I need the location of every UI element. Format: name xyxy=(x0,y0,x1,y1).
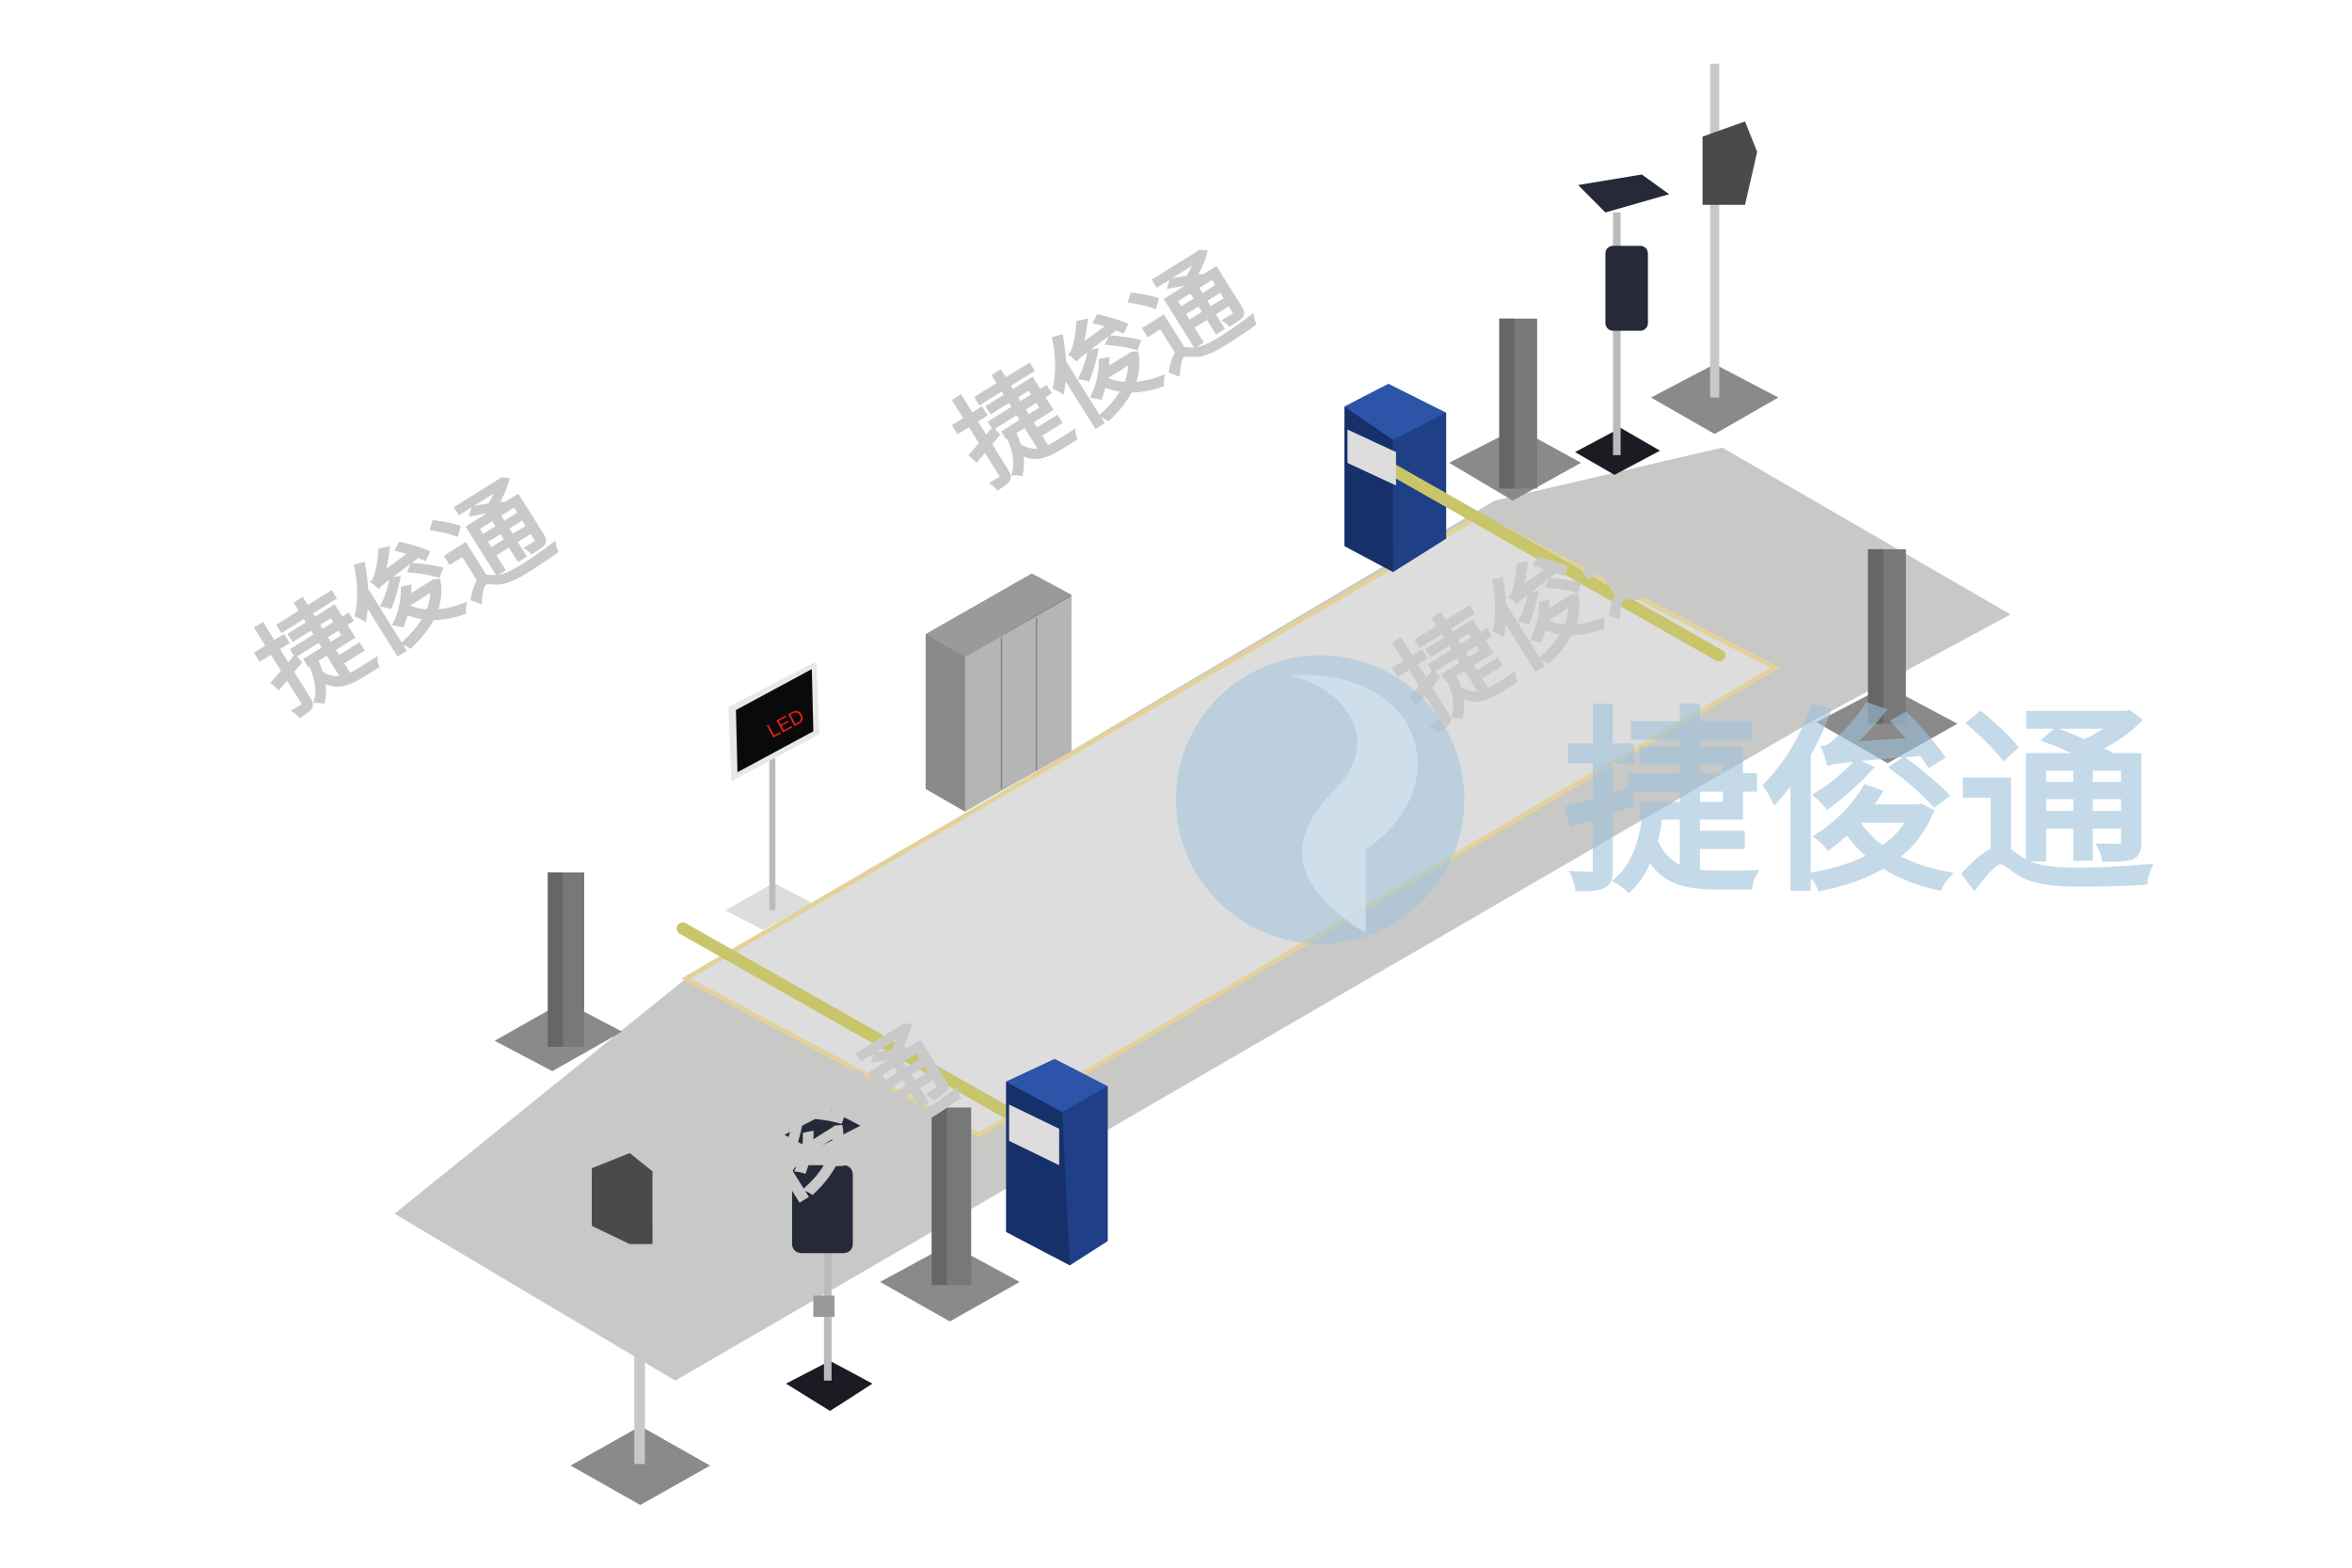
led-display: LED xyxy=(724,661,819,930)
sensor-post-back xyxy=(1449,318,1581,501)
control-cabinet xyxy=(925,573,1072,812)
brand-logo: 捷俊通 xyxy=(1176,655,2154,944)
watermark-1: 捷俊通 xyxy=(236,461,572,735)
traffic-light-back xyxy=(1650,63,1779,435)
sensor-post-front xyxy=(880,1107,1020,1322)
card-reader-back xyxy=(1575,174,1670,475)
watermark-2: 捷俊通 xyxy=(934,233,1270,507)
brand-name: 捷俊通 xyxy=(1563,689,2154,919)
sensor-post-left xyxy=(494,872,623,1071)
card-reader-front xyxy=(784,1110,873,1412)
sensor-post-right xyxy=(1816,548,1958,764)
barrier-gate-front xyxy=(676,922,1108,1266)
brand-logo-mark xyxy=(1176,655,1465,944)
barrier-gate-back xyxy=(1344,384,1725,662)
